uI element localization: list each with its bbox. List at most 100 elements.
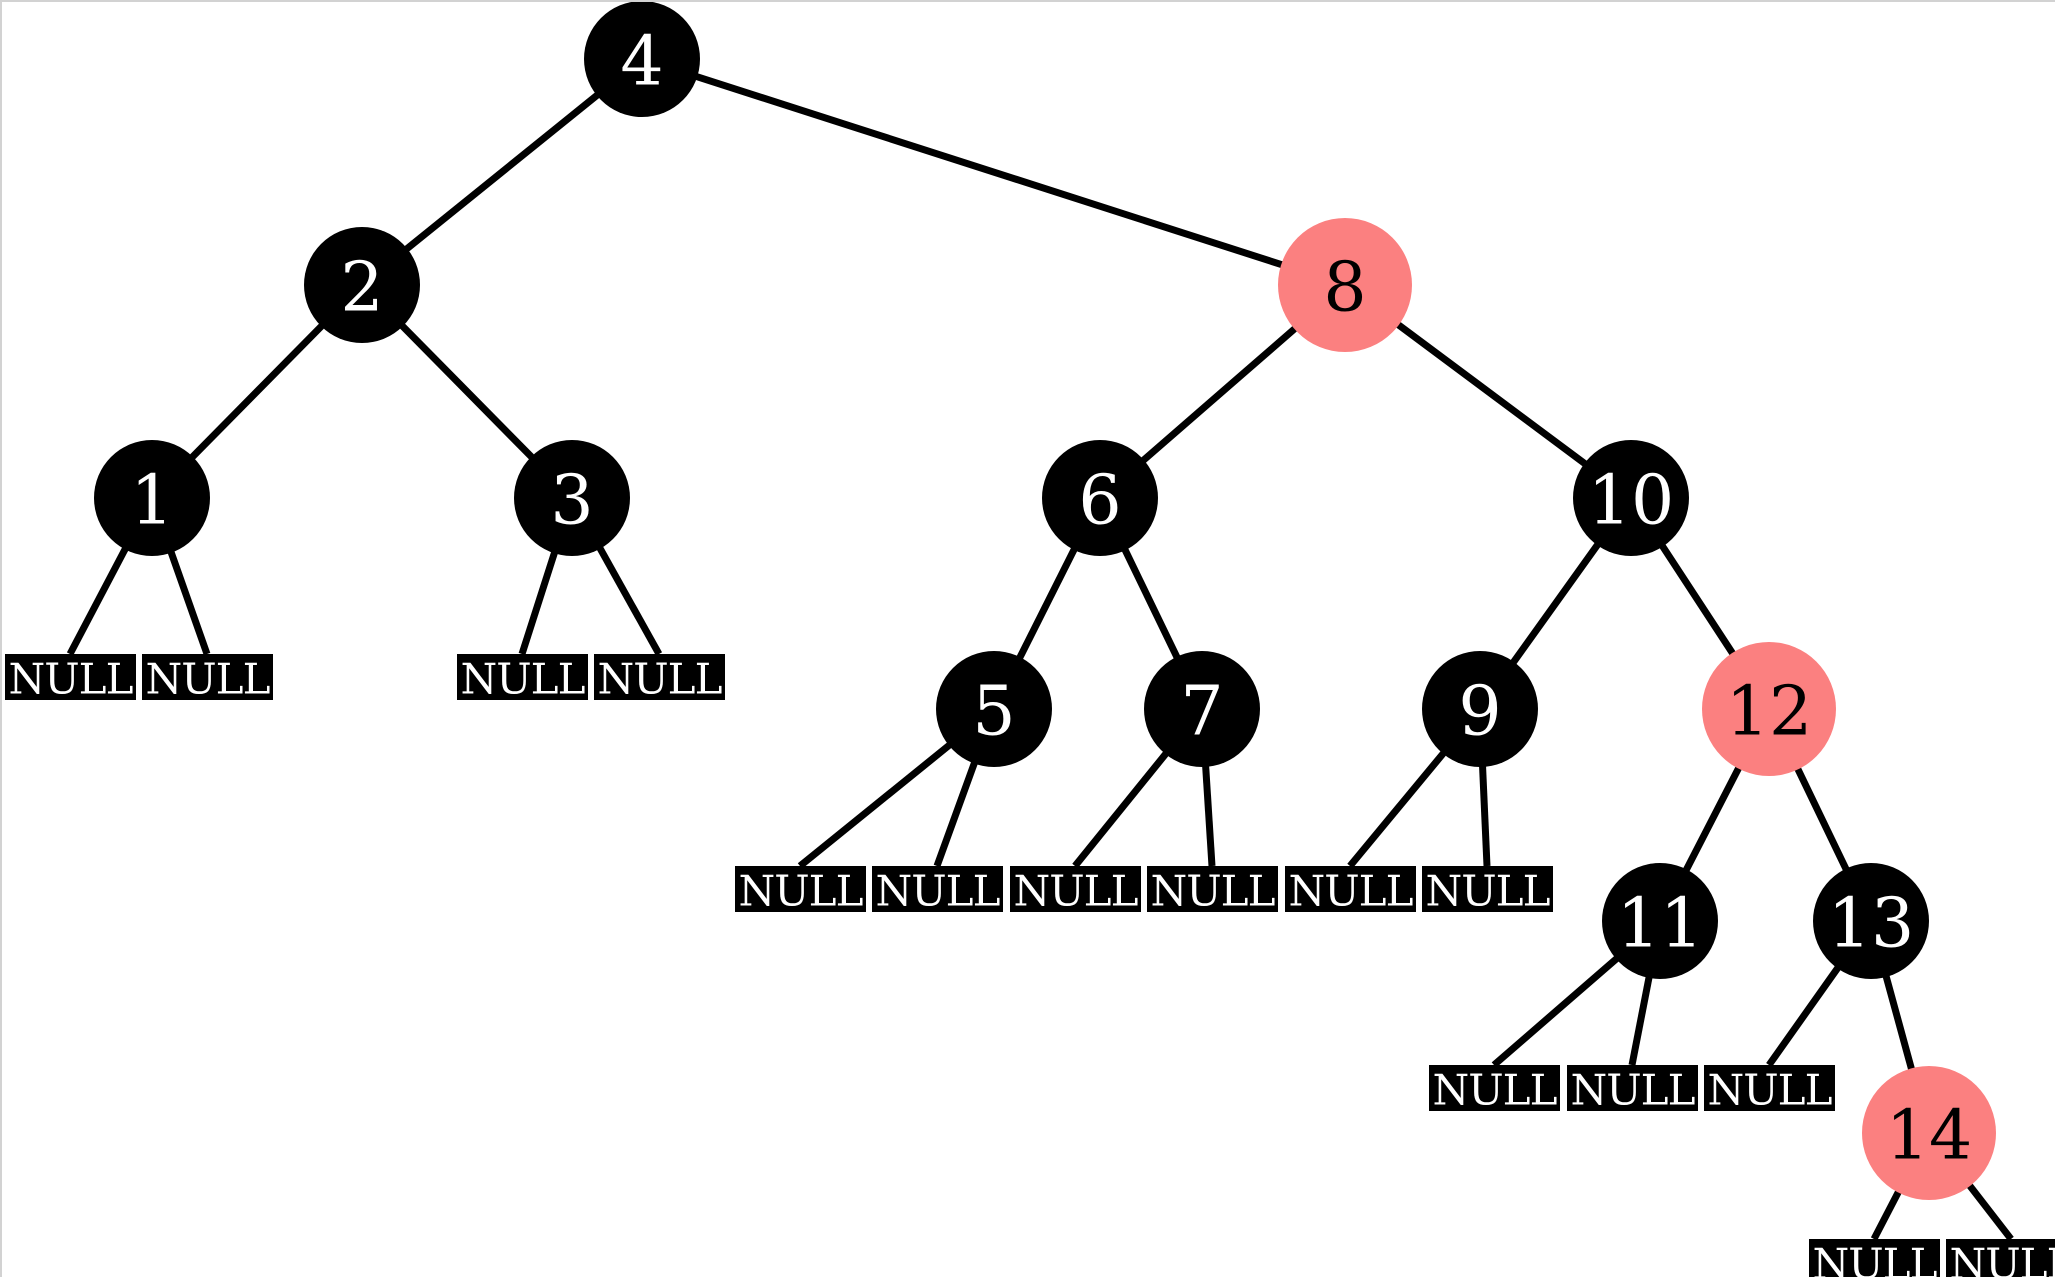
null-leaf-box xyxy=(1567,1065,1698,1111)
tree-node-7[interactable]: 7 xyxy=(1144,651,1260,767)
null-leaf: NULL xyxy=(1946,1239,2055,1277)
tree-node-8[interactable]: 8 xyxy=(1278,218,1412,352)
tree-edge xyxy=(1136,322,1302,467)
node-circle-black[interactable] xyxy=(1042,440,1158,556)
null-leaf-label: NULL xyxy=(9,655,133,704)
null-leaf: NULL xyxy=(1429,1065,1560,1115)
tree-edge xyxy=(186,319,328,464)
node-value-label: 13 xyxy=(1828,885,1915,964)
null-leaf: NULL xyxy=(1704,1065,1835,1115)
tree-node-4[interactable]: 4 xyxy=(584,2,700,117)
tree-edge xyxy=(797,738,956,869)
null-leaf-label: NULL xyxy=(1014,867,1138,916)
node-circle-red[interactable] xyxy=(1702,642,1836,776)
null-leaf-box xyxy=(735,866,866,912)
null-leaf-box xyxy=(1010,866,1141,912)
tree-edge xyxy=(1491,952,1624,1068)
tree-node-5[interactable]: 5 xyxy=(936,651,1052,767)
node-circle-black[interactable] xyxy=(514,440,630,556)
tree-node-10[interactable]: 10 xyxy=(1573,440,1689,556)
tree-edge xyxy=(1881,970,1917,1076)
edges-layer xyxy=(66,71,2014,1242)
tree-edge xyxy=(165,545,211,656)
node-value-label: 4 xyxy=(620,23,663,102)
node-value-label: 9 xyxy=(1458,673,1501,752)
tree-edge xyxy=(1628,971,1654,1066)
node-value-label: 5 xyxy=(972,673,1015,752)
node-circle-black[interactable] xyxy=(1602,863,1718,979)
node-value-label: 10 xyxy=(1588,462,1675,541)
null-leaf: NULL xyxy=(1809,1239,1940,1277)
node-circle-black[interactable] xyxy=(1144,651,1260,767)
tree-node-11[interactable]: 11 xyxy=(1602,863,1718,979)
tree-edge xyxy=(1119,543,1183,664)
tree-edge xyxy=(1792,762,1852,876)
null-leaf-label: NULL xyxy=(1433,1066,1557,1115)
null-leaf-label: NULL xyxy=(1571,1066,1695,1115)
null-leaf: NULL xyxy=(1147,866,1278,916)
node-value-label: 1 xyxy=(130,462,173,541)
null-leaf: NULL xyxy=(872,866,1003,916)
node-value-label: 8 xyxy=(1323,249,1366,328)
null-leaf-box xyxy=(457,654,588,700)
node-value-label: 3 xyxy=(550,462,593,541)
null-leaf-label: NULL xyxy=(876,867,1000,916)
null-leaf-label: NULL xyxy=(1426,867,1550,916)
tree-node-2[interactable]: 2 xyxy=(304,227,420,343)
null-leaf-box xyxy=(1704,1065,1835,1111)
node-circle-black[interactable] xyxy=(1573,440,1689,556)
tree-node-9[interactable]: 9 xyxy=(1422,651,1538,767)
node-value-label: 7 xyxy=(1180,673,1223,752)
node-circle-black[interactable] xyxy=(304,227,420,343)
node-circle-black[interactable] xyxy=(1813,863,1929,979)
null-leaf-box xyxy=(872,866,1003,912)
null-leaf-label: NULL xyxy=(1950,1240,2055,1277)
tree-node-14[interactable]: 14 xyxy=(1862,1066,1996,1200)
null-leaf: NULL xyxy=(1567,1065,1698,1115)
null-leaf-label: NULL xyxy=(739,867,863,916)
tree-edge xyxy=(1014,542,1080,665)
node-circle-red[interactable] xyxy=(1862,1066,1996,1200)
null-leaf: NULL xyxy=(1010,866,1141,916)
null-leaf: NULL xyxy=(735,866,866,916)
node-circle-black[interactable] xyxy=(1422,651,1538,767)
null-leaf-label: NULL xyxy=(1708,1066,1832,1115)
tree-node-1[interactable]: 1 xyxy=(94,440,210,556)
null-leaf-box xyxy=(594,654,725,700)
null-leaf: NULL xyxy=(1422,866,1553,916)
tree-edge xyxy=(594,541,663,656)
tree-edge xyxy=(1478,760,1491,867)
tree-node-13[interactable]: 13 xyxy=(1813,863,1929,979)
null-leaf-box xyxy=(142,654,273,700)
tree-node-12[interactable]: 12 xyxy=(1702,642,1836,776)
tree-edge xyxy=(396,319,538,464)
node-circle-red[interactable] xyxy=(1278,218,1412,352)
node-value-label: 6 xyxy=(1078,462,1121,541)
null-leaf-box xyxy=(1285,866,1416,912)
tree-node-6[interactable]: 6 xyxy=(1042,440,1158,556)
tree-node-3[interactable]: 3 xyxy=(514,440,630,556)
node-value-label: 12 xyxy=(1726,673,1813,752)
node-value-label: 14 xyxy=(1886,1097,1973,1176)
tree-edge xyxy=(1391,318,1592,470)
null-leaf: NULL xyxy=(5,654,136,704)
node-circle-black[interactable] xyxy=(584,2,700,117)
node-value-label: 2 xyxy=(340,249,383,328)
null-leaf-box xyxy=(1422,866,1553,912)
null-leaf-box xyxy=(1429,1065,1560,1111)
null-leaf-box xyxy=(1809,1239,1940,1277)
tree-edge xyxy=(1072,747,1173,869)
null-leaf-box xyxy=(1147,866,1278,912)
node-circle-black[interactable] xyxy=(94,440,210,556)
tree-edge xyxy=(1507,538,1604,669)
tree-edge xyxy=(66,542,131,656)
null-leaf-box xyxy=(1946,1239,2055,1277)
null-leaf-label: NULL xyxy=(146,655,270,704)
null-leaf-label: NULL xyxy=(1813,1240,1937,1277)
tree-edge xyxy=(933,756,980,868)
tree-edge xyxy=(1201,760,1216,867)
node-circle-black[interactable] xyxy=(936,651,1052,767)
